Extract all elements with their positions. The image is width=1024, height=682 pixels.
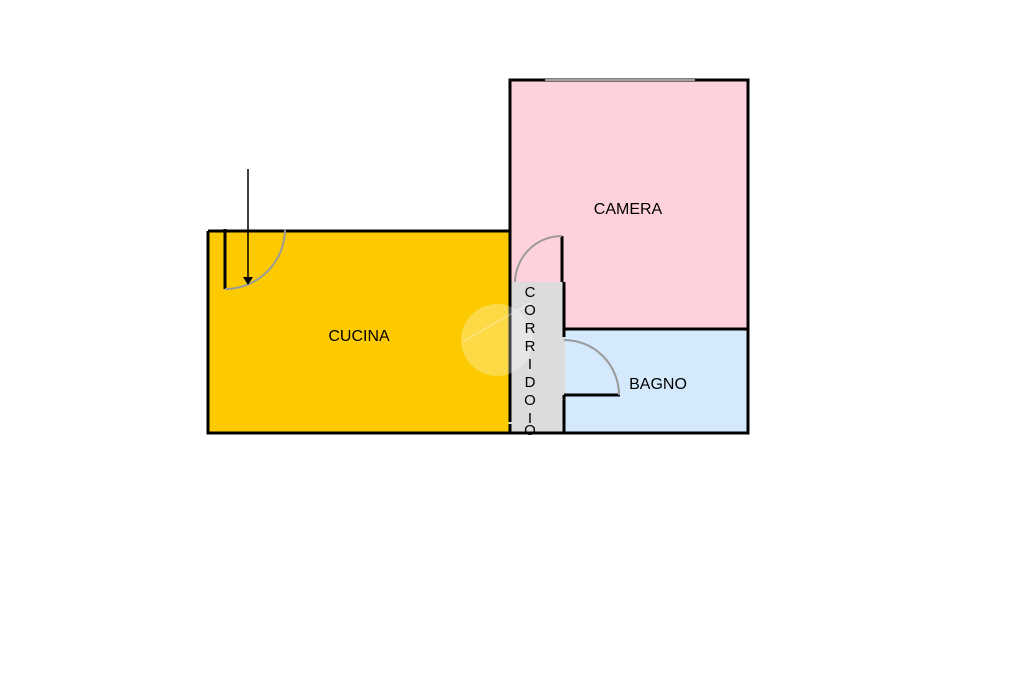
corridor-letter: O — [524, 392, 536, 409]
room-bagno — [564, 329, 747, 432]
label-camera: CAMERA — [594, 201, 663, 218]
door-arc-bagno — [563, 339, 620, 396]
label-corridoio: C O R R I D O I O — [524, 284, 536, 439]
corridor-letter: C — [525, 284, 536, 301]
label-cucina: CUCINA — [328, 328, 390, 345]
room-cucina — [209, 231, 509, 432]
corridor-letter: O — [524, 422, 536, 439]
walls — [206, 78, 750, 435]
corridor-letter: I — [528, 410, 532, 427]
corridor-letter: O — [524, 302, 536, 319]
door-arc-camera — [514, 235, 563, 283]
corridor-letter: R — [525, 320, 536, 337]
label-bagno: BAGNO — [629, 376, 687, 393]
corridor-letter: R — [525, 338, 536, 355]
entrance-arrow-icon — [243, 169, 253, 285]
room-corridoio — [509, 282, 565, 432]
door-arc-entrance — [224, 228, 286, 290]
corridor-letter: D — [525, 374, 536, 391]
corridor-letter: I — [528, 356, 532, 373]
watermark-logo-icon — [461, 301, 533, 376]
